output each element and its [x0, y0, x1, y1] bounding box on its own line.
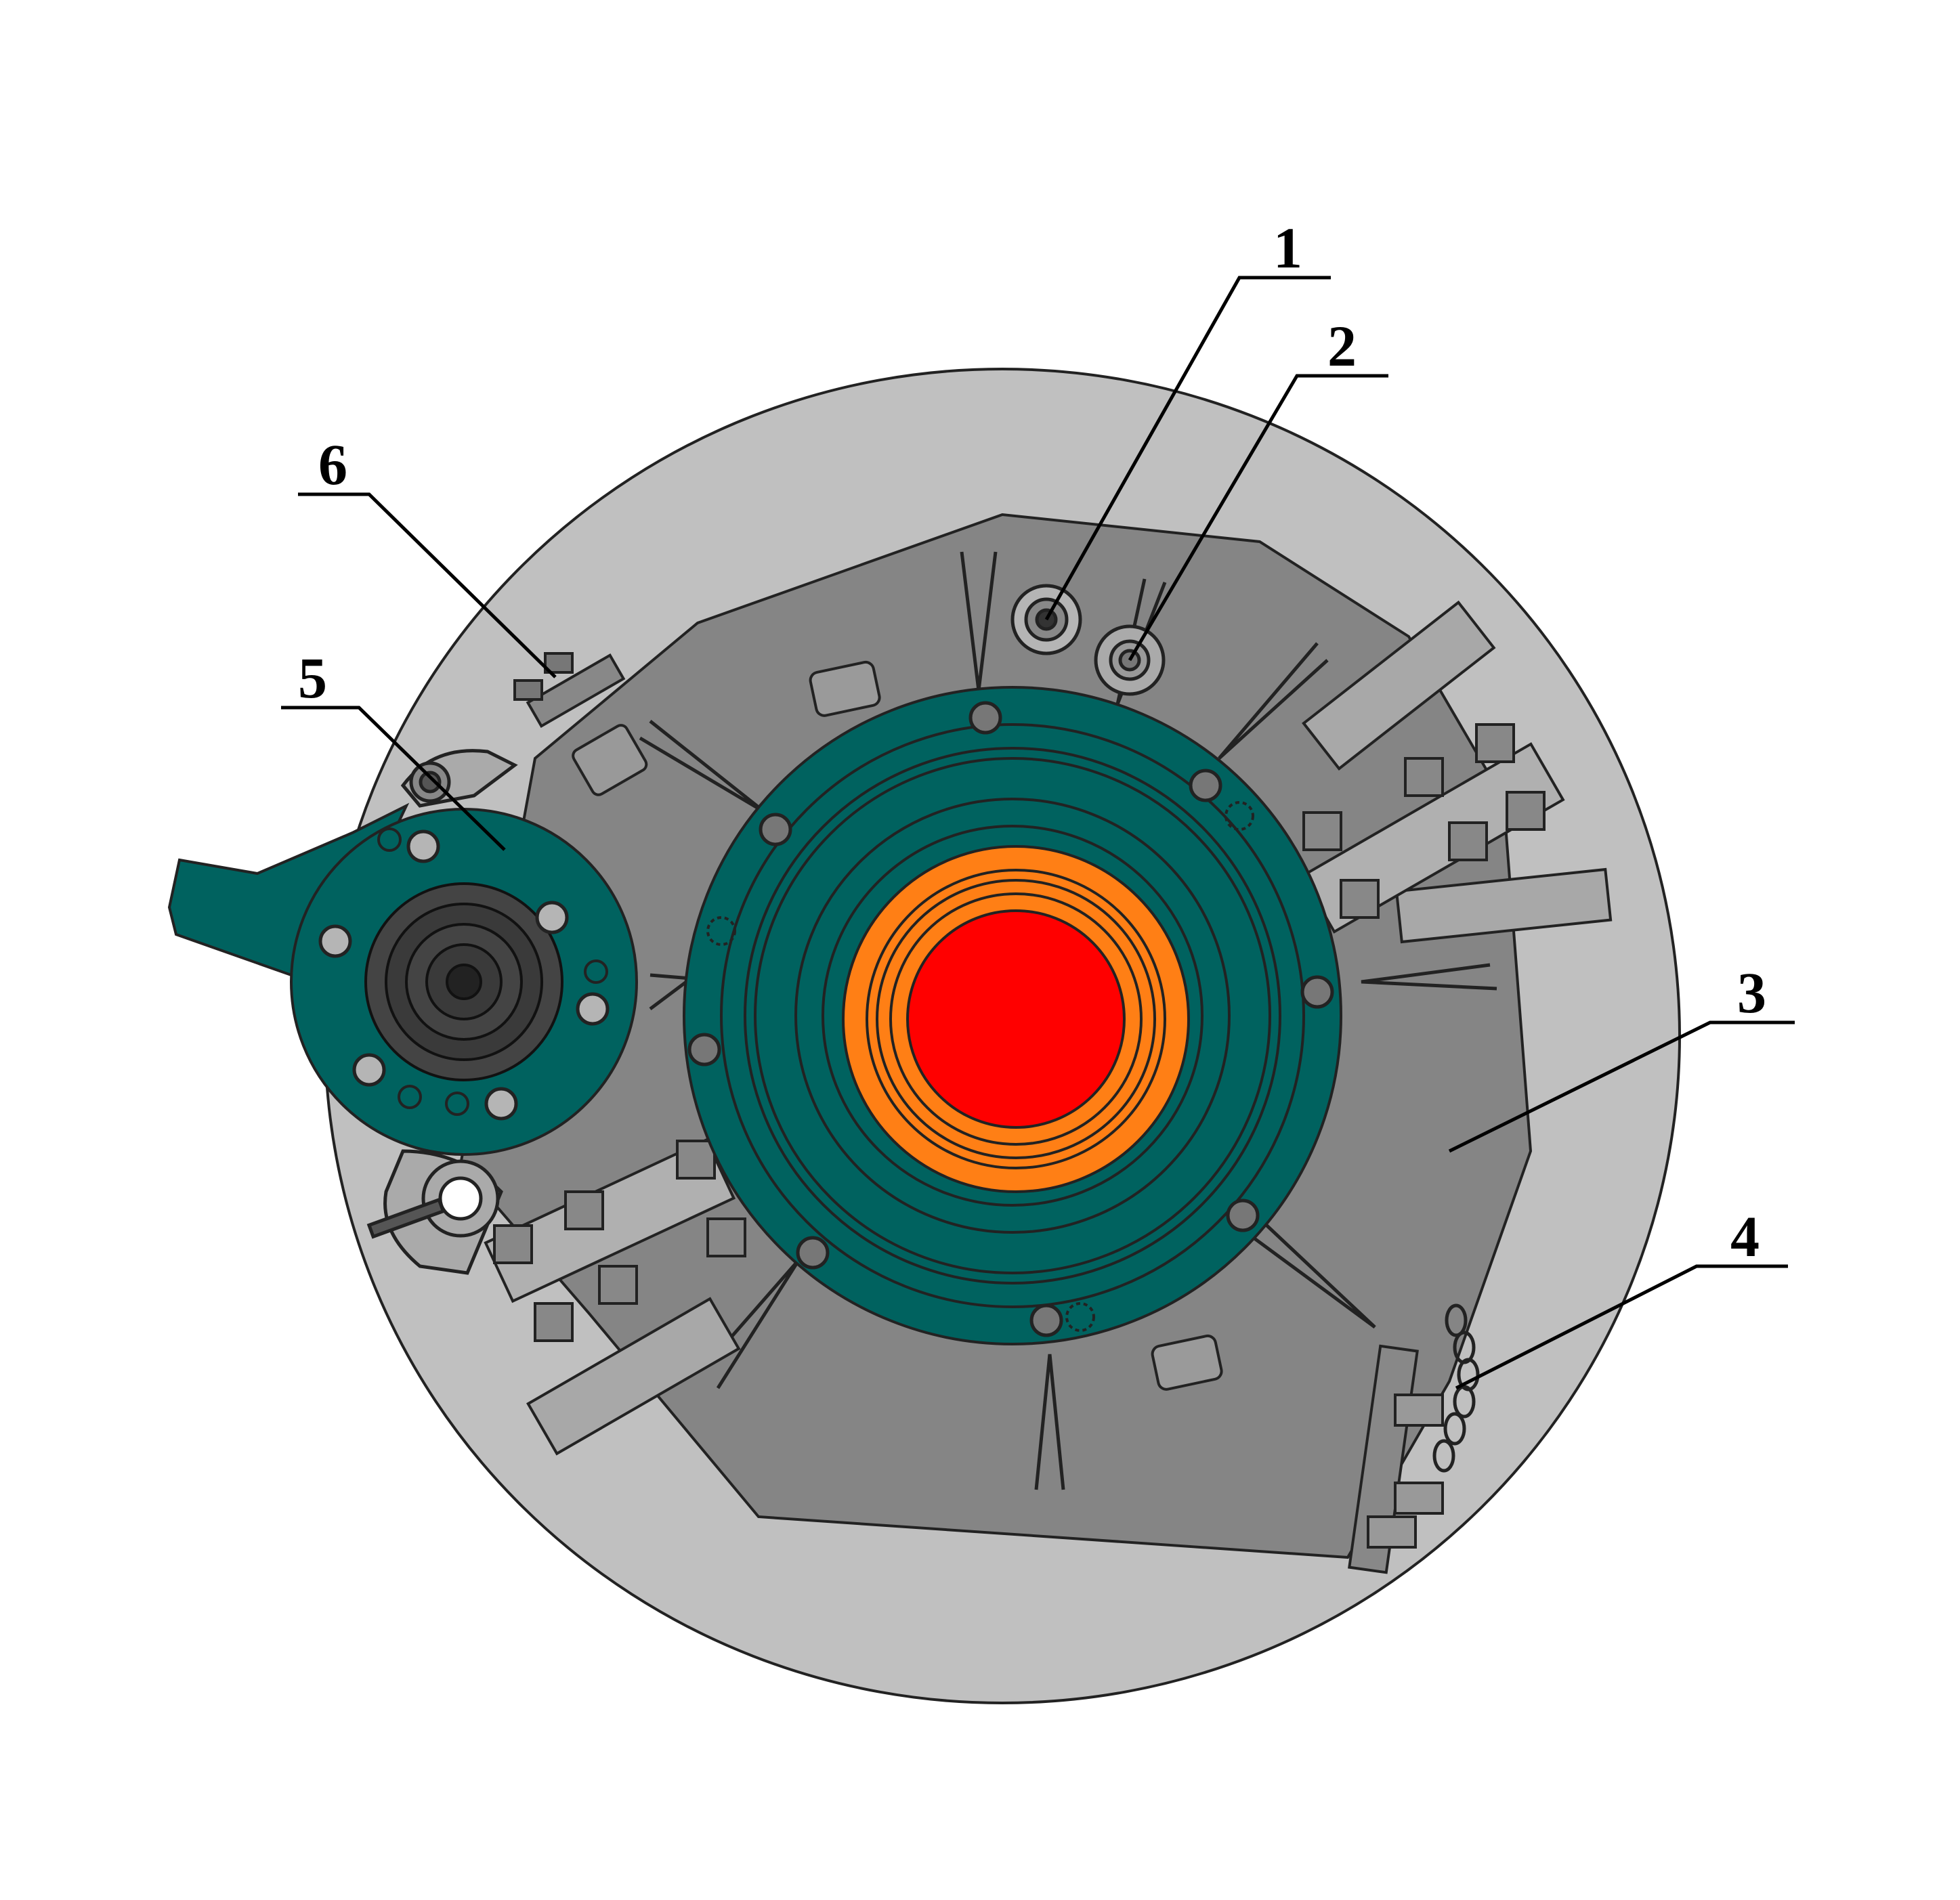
wing-nut-clamp	[513, 652, 648, 796]
callout-4: 4	[1730, 1204, 1760, 1269]
callout-2: 2	[1327, 314, 1357, 379]
leader-2	[1128, 374, 1388, 662]
orange-ring-grooves	[866, 869, 1166, 1169]
leader-5	[281, 706, 506, 851]
flange-rings	[720, 723, 1305, 1308]
callout-5: 5	[298, 645, 327, 710]
side-disc-holes	[377, 827, 608, 1116]
pivot-eyes	[366, 749, 518, 1275]
side-latch	[1348, 1344, 1444, 1574]
leader-1	[1044, 276, 1331, 621]
red-core	[906, 909, 1126, 1129]
callout-labels: 1 2 3 4 5 6	[298, 215, 1766, 1269]
housing-window	[1151, 1334, 1223, 1391]
callout-leaders	[281, 276, 1795, 1390]
leader-6	[298, 492, 557, 678]
flange-dowels	[706, 801, 1254, 1332]
callout-6: 6	[318, 432, 347, 497]
side-disc-assembly	[167, 802, 638, 1156]
flange-bolts	[687, 701, 1334, 1337]
leader-3	[1448, 1020, 1795, 1153]
side-disc-hub	[364, 882, 563, 1081]
side-disc-bolts	[318, 829, 610, 1121]
callout-3: 3	[1737, 960, 1766, 1025]
guide-bars	[526, 600, 1613, 1456]
housing-window	[809, 660, 881, 717]
callout-1: 1	[1273, 215, 1302, 280]
leader-4	[1455, 1264, 1788, 1390]
chain	[1432, 1303, 1480, 1473]
clamp-nuts	[493, 723, 1546, 1342]
